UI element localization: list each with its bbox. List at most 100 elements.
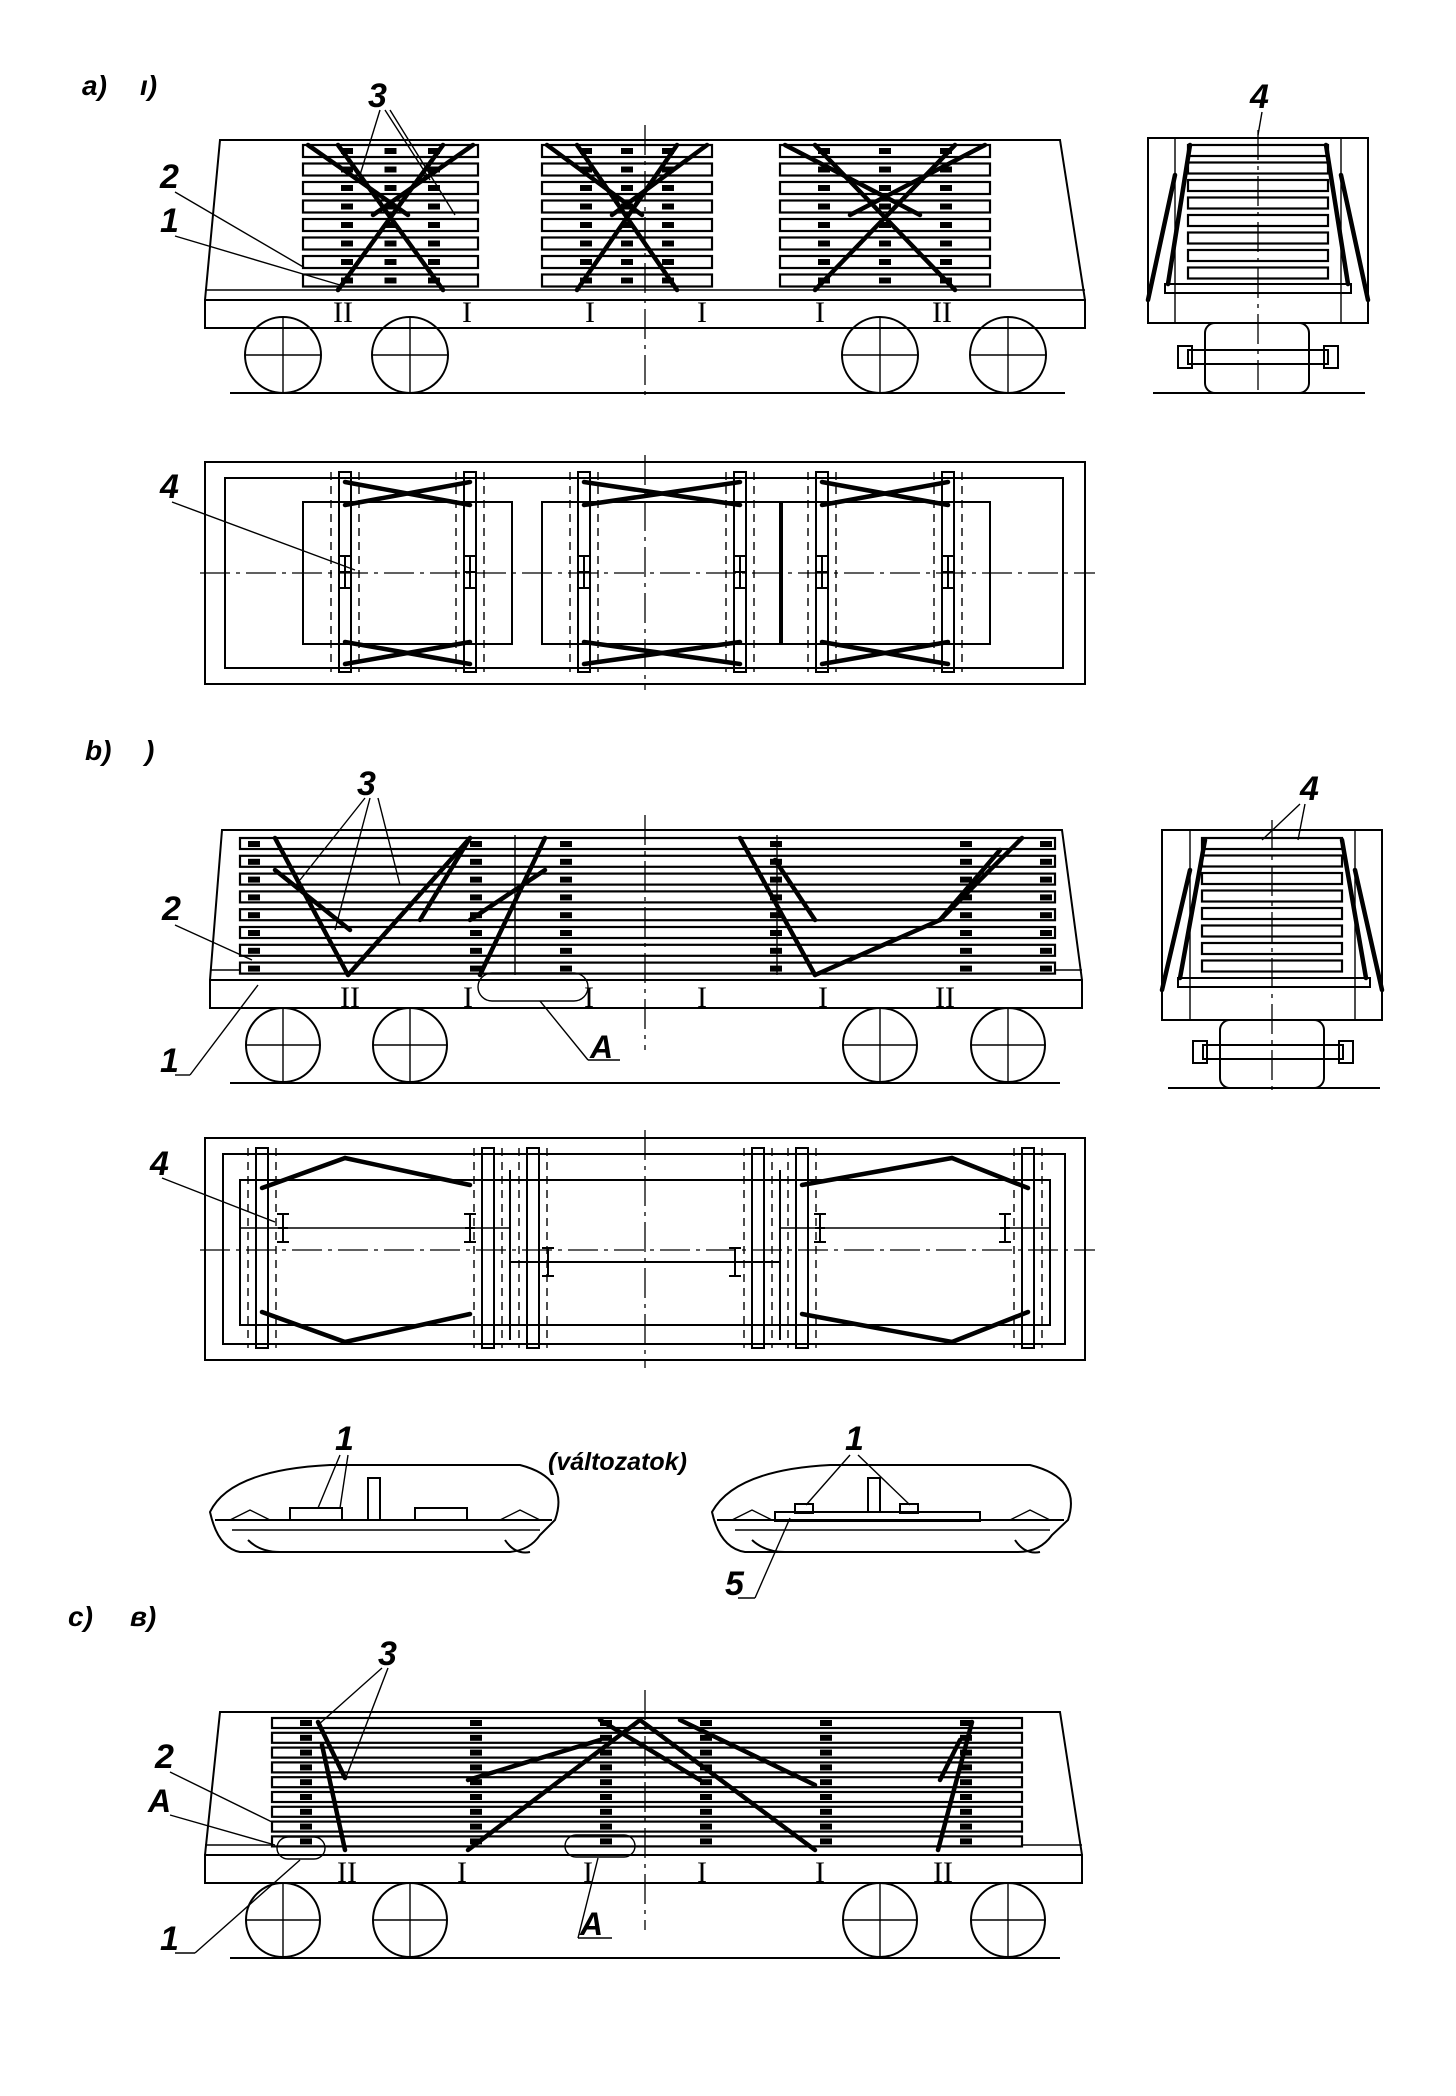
callout-3: 3 bbox=[378, 1635, 397, 1673]
section-a-end-view: 4 bbox=[1145, 78, 1371, 395]
spacer-block bbox=[621, 277, 633, 284]
section-b-end-view: 4 bbox=[1159, 770, 1385, 1090]
tie-wire bbox=[342, 1155, 473, 1188]
spacer-block bbox=[818, 277, 830, 284]
spacer-block bbox=[662, 185, 674, 191]
spacer-block bbox=[560, 912, 572, 919]
spacer-block bbox=[580, 277, 592, 284]
spacer-block bbox=[820, 1808, 832, 1815]
spacer-block bbox=[960, 1734, 972, 1741]
spacer-block bbox=[662, 222, 674, 228]
spacer-block bbox=[560, 841, 572, 847]
spacer-block bbox=[770, 965, 782, 972]
callout-1: 1 bbox=[845, 1420, 864, 1458]
stake-bar bbox=[338, 471, 352, 673]
spacer-block bbox=[960, 1823, 972, 1830]
spacer-block bbox=[470, 1808, 482, 1815]
tie-wire bbox=[847, 142, 988, 218]
tie-wire bbox=[819, 479, 951, 508]
spacer-block bbox=[940, 222, 952, 228]
section-b: b) ) A II I I I I II 3 bbox=[85, 735, 1385, 1603]
tie-wire bbox=[677, 1717, 818, 1788]
spacer-block bbox=[1040, 858, 1052, 865]
load-plank bbox=[270, 1805, 1024, 1818]
load-plank bbox=[238, 890, 1057, 904]
tie-wire bbox=[581, 479, 743, 508]
spacer-block bbox=[428, 259, 440, 265]
callout-4: 4 bbox=[1249, 78, 1269, 116]
spacer-block bbox=[960, 947, 972, 954]
spacer-block bbox=[621, 222, 633, 228]
spacer-block bbox=[1040, 876, 1052, 883]
spacer-block bbox=[428, 166, 440, 173]
tie-wire bbox=[937, 847, 1003, 923]
stake-bar bbox=[795, 1147, 809, 1349]
spacer-block bbox=[662, 277, 674, 284]
load-plank bbox=[270, 1820, 1024, 1833]
spacer-block bbox=[960, 1720, 972, 1726]
spacer-block bbox=[820, 1838, 832, 1845]
spacer-block bbox=[560, 894, 572, 901]
tie-wire bbox=[772, 857, 818, 923]
variant-right: 1 5 bbox=[710, 1420, 1072, 1603]
spacer-block bbox=[621, 240, 633, 247]
spacer-block bbox=[300, 1808, 312, 1815]
section-b-variants: (változatok) 1 bbox=[208, 1420, 1072, 1603]
callout-3: 3 bbox=[368, 77, 387, 115]
spacer-block bbox=[960, 1749, 972, 1756]
spacer-block bbox=[384, 240, 397, 247]
callout-detail-A: A bbox=[147, 1783, 171, 1819]
section-a-stray-mark: ı) bbox=[140, 70, 157, 101]
spacer-block bbox=[580, 240, 592, 247]
tie-wire bbox=[949, 1155, 1031, 1191]
tie-wire bbox=[319, 1742, 348, 1853]
spacer-block bbox=[770, 930, 782, 936]
spacer-block bbox=[1040, 841, 1052, 847]
spacer-block bbox=[600, 1823, 612, 1830]
spacer-block bbox=[580, 148, 592, 154]
marker-II: II bbox=[337, 1856, 357, 1889]
section-a-plan-view: 4 bbox=[159, 455, 1095, 690]
spacer-block bbox=[820, 1749, 832, 1756]
spacer-block bbox=[770, 947, 782, 954]
spacer-block bbox=[341, 203, 353, 210]
spacer-block bbox=[940, 277, 952, 284]
tie-wire bbox=[937, 1737, 963, 1783]
spacer-block bbox=[662, 148, 674, 154]
spacer-block bbox=[960, 912, 972, 919]
marker-I: I bbox=[697, 1856, 707, 1889]
spacer-block bbox=[662, 166, 674, 173]
stake-bar bbox=[481, 1147, 495, 1349]
spacer-block bbox=[700, 1838, 712, 1845]
section-b-plan-view: 4 bbox=[149, 1130, 1095, 1368]
callout-1: 1 bbox=[160, 1920, 179, 1958]
callout-2: 2 bbox=[154, 1738, 174, 1776]
spacer-block bbox=[428, 222, 440, 228]
callout-2: 2 bbox=[161, 890, 181, 928]
spacer-block bbox=[820, 1764, 832, 1771]
spacer-block bbox=[818, 222, 830, 228]
spacer-block bbox=[621, 259, 633, 265]
spacer-block bbox=[820, 1823, 832, 1830]
spacer-block bbox=[818, 259, 830, 265]
spacer-block bbox=[1040, 930, 1052, 936]
spacer-block bbox=[300, 1779, 312, 1786]
marker-II: II bbox=[340, 981, 360, 1014]
spacer-block bbox=[879, 166, 891, 173]
tie-wire bbox=[782, 142, 923, 218]
spacer-block bbox=[1040, 894, 1052, 901]
spacer-block bbox=[580, 166, 592, 173]
marker-II: II bbox=[932, 296, 952, 329]
spacer-block bbox=[879, 259, 891, 265]
spacer-block bbox=[428, 240, 440, 247]
marker-I: I bbox=[818, 981, 828, 1014]
callout-1: 1 bbox=[335, 1420, 354, 1458]
marker-I: I bbox=[585, 296, 595, 329]
callout-4: 4 bbox=[1299, 770, 1319, 808]
spacer-block bbox=[960, 930, 972, 936]
spacer-block bbox=[960, 894, 972, 901]
tie-wire bbox=[581, 639, 743, 667]
spacer-block bbox=[560, 930, 572, 936]
tie-wire bbox=[544, 142, 645, 218]
load-plank bbox=[238, 925, 1057, 940]
